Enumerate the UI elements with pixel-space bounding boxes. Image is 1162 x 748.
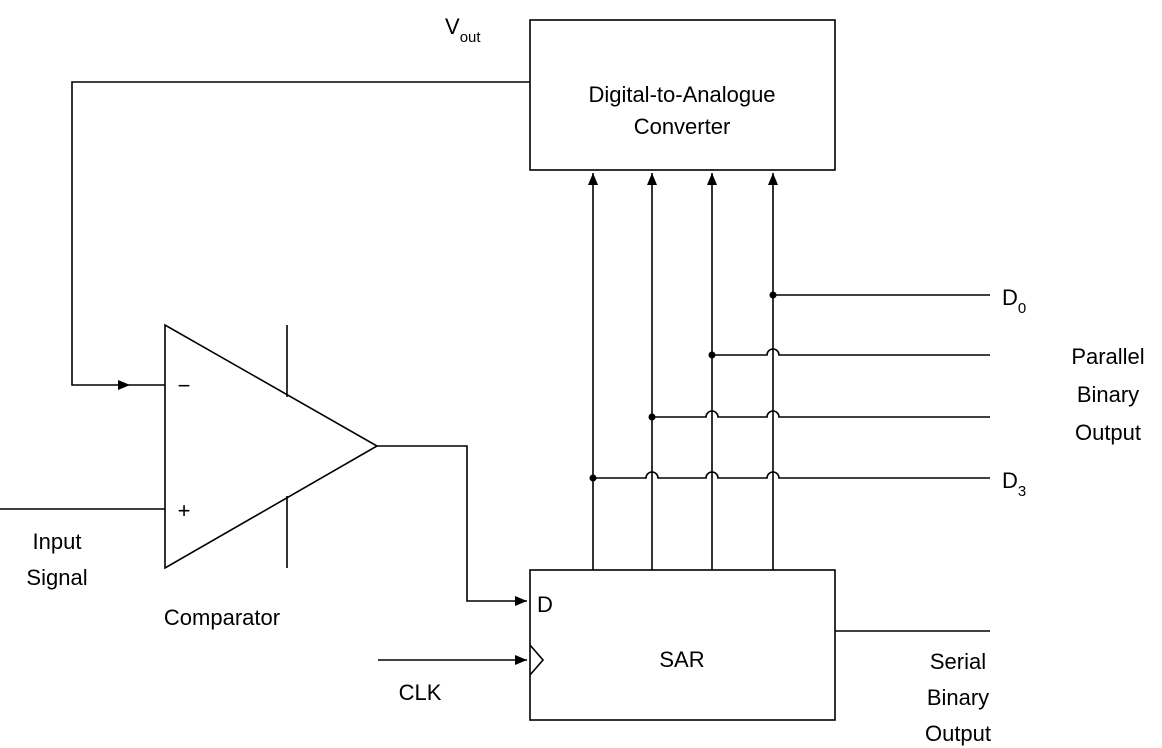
serial-output-line1: Serial — [930, 649, 986, 674]
d0-label: D0 — [1002, 285, 1026, 317]
junction-d2 — [648, 413, 656, 421]
junction-d3 — [589, 474, 597, 482]
comparator-minus-sign: − — [178, 373, 191, 398]
clk-label: CLK — [399, 680, 442, 705]
input-signal-line2: Signal — [26, 565, 87, 590]
comparator-symbol — [164, 323, 379, 570]
sar-label: SAR — [659, 647, 704, 672]
vout-label: Vout — [445, 14, 481, 46]
output-wire-d2 — [652, 410, 990, 418]
junction-d1 — [708, 351, 716, 359]
sar-block — [529, 569, 836, 721]
sar-clock-triangle — [529, 644, 545, 676]
serial-output-line3: Output — [925, 721, 991, 746]
parallel-output-line2: Binary — [1077, 382, 1139, 407]
output-wire-d1 — [712, 348, 990, 356]
vout-feedback-wire — [71, 81, 530, 390]
dac-label-line2: Converter — [634, 114, 731, 139]
output-wire-d3 — [593, 471, 990, 479]
input-signal-line1: Input — [33, 529, 82, 554]
serial-output-line2: Binary — [927, 685, 989, 710]
d3-label: D3 — [1002, 468, 1026, 500]
parallel-output-line3: Output — [1075, 420, 1141, 445]
comparator-plus-sign: + — [178, 498, 191, 523]
junction-d0 — [769, 291, 777, 299]
parallel-output-line1: Parallel — [1071, 344, 1144, 369]
comparator-output-wire — [377, 445, 527, 606]
sar-d-input-label: D — [537, 592, 553, 617]
dac-block — [529, 19, 836, 171]
dac-label-line1: Digital-to-Analogue — [588, 82, 775, 107]
comparator-label: Comparator — [164, 605, 280, 630]
